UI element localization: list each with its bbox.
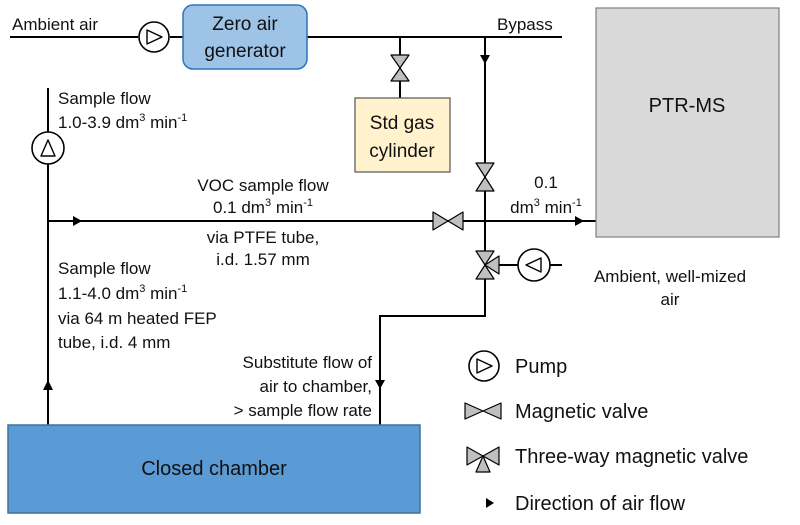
substitute-flow-line3: > sample flow rate — [234, 401, 372, 420]
std-gas-label-line1: Std gas — [370, 113, 434, 134]
flow-arrow-icon — [575, 216, 584, 226]
flow-arrow-icon — [486, 498, 494, 508]
ptr-flow-line2: dm3 min-1 — [510, 197, 582, 217]
pump-icon — [468, 350, 500, 382]
pump-icon — [517, 248, 551, 282]
sample-flow-lower-line2: 1.1-4.0 dm3 min-1 — [58, 283, 187, 303]
legend-pump-label: Pump — [515, 356, 567, 378]
magnetic-valve-icon — [390, 54, 410, 82]
ptr-flow-unit: min — [540, 198, 572, 217]
sample-flow-lower-sup3: 3 — [139, 283, 145, 295]
voc-flow-unit: min — [271, 198, 303, 217]
sample-flow-top-line2: 1.0-3.9 dm3 min-1 — [58, 112, 187, 132]
legend-valve-label: Magnetic valve — [515, 401, 648, 423]
three-way-valve-icon — [466, 446, 500, 473]
std-gas-label-line2: cylinder — [369, 141, 435, 162]
bypass-label: Bypass — [497, 15, 553, 34]
sample-flow-top-line1: Sample flow — [58, 89, 151, 108]
sample-flow-top-supm1: -1 — [178, 112, 188, 124]
zero-air-label-line2: generator — [204, 41, 286, 62]
zero-air-label-line1: Zero air — [212, 14, 278, 35]
sample-flow-lower-base: 1.1-4.0 dm — [58, 284, 139, 303]
sample-flow-top-base: 1.0-3.9 dm — [58, 113, 139, 132]
sample-flow-lower-unit: min — [145, 284, 177, 303]
closed-chamber-box — [7, 424, 421, 514]
ptrms-label: PTR-MS — [649, 95, 726, 117]
ptrms-box — [595, 7, 780, 238]
voc-flow-line4: i.d. 1.57 mm — [216, 250, 310, 269]
legend: Pump Magnetic valve Three-way magnetic v… — [464, 350, 748, 515]
ptr-flow-base: dm — [510, 198, 534, 217]
voc-flow-line3: via PTFE tube, — [207, 228, 319, 247]
substitute-flow-line1: Substitute flow of — [243, 353, 373, 372]
substitute-flow-line2: air to chamber, — [260, 377, 372, 396]
pump-icon — [138, 21, 170, 53]
ambient-mixed-line2: air — [661, 290, 680, 309]
zero-air-generator-box — [182, 4, 308, 70]
sample-flow-lower-line3: via 64 m heated FEP — [58, 309, 217, 328]
voc-flow-supm1: -1 — [303, 197, 313, 209]
voc-flow-base: 0.1 dm — [213, 198, 265, 217]
ptr-flow-line1: 0.1 — [534, 173, 558, 192]
flow-arrow-icon — [73, 216, 82, 226]
voc-flow-line1: VOC sample flow — [197, 176, 329, 195]
ptr-flow-sup3: 3 — [534, 197, 540, 209]
magnetic-valve-icon — [475, 162, 495, 192]
closed-chamber-label: Closed chamber — [141, 458, 287, 480]
voc-flow-line2: 0.1 dm3 min-1 — [213, 197, 313, 217]
ambient-mixed-line1: Ambient, well-mized — [594, 267, 746, 286]
sample-flow-top-sup3: 3 — [139, 112, 145, 124]
sample-flow-lower-line4: tube, i.d. 4 mm — [58, 333, 170, 352]
voc-flow-sup3: 3 — [265, 197, 271, 209]
legend-direction-label: Direction of air flow — [515, 493, 686, 515]
legend-three-way-label: Three-way magnetic valve — [515, 446, 748, 468]
sample-flow-top-unit: min — [145, 113, 177, 132]
magnetic-valve-icon — [432, 211, 464, 231]
flow-arrow-icon — [480, 55, 490, 64]
pipe-substitute-flow — [379, 278, 486, 425]
three-way-valve-icon — [475, 250, 500, 280]
flow-arrow-icon — [375, 380, 385, 389]
std-gas-cylinder-box — [354, 97, 451, 173]
ambient-air-label: Ambient air — [12, 15, 98, 34]
sample-flow-lower-supm1: -1 — [178, 283, 188, 295]
pump-icon — [31, 131, 65, 165]
sample-flow-lower-line1: Sample flow — [58, 259, 151, 278]
flow-arrow-icon — [43, 380, 53, 390]
ptr-flow-supm1: -1 — [572, 197, 582, 209]
magnetic-valve-icon — [464, 402, 502, 420]
